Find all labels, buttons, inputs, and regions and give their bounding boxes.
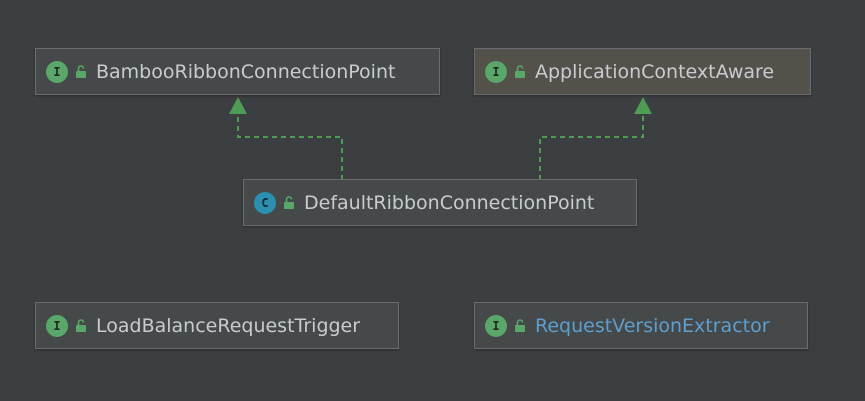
unlocked-lock-icon [76,318,86,332]
implements-arrowhead-icon [229,97,247,114]
node-label: ApplicationContextAware [535,60,775,83]
node-request-version-extractor[interactable]: I RequestVersionExtractor [474,302,808,349]
interface-icon: I [485,314,507,337]
edge-line [539,114,644,180]
node-label: DefaultRibbonConnectionPoint [304,191,595,214]
node-label: BambooRibbonConnectionPoint [96,60,396,83]
unlocked-lock-icon [515,64,525,78]
unlocked-lock-icon [515,318,525,332]
node-label: RequestVersionExtractor [535,314,770,337]
node-default-ribbon-connection-point[interactable]: C DefaultRibbonConnectionPoint [243,179,637,226]
node-bamboo-ribbon-connection-point[interactable]: I BambooRibbonConnectionPoint [35,48,440,95]
implements-arrowhead-icon [634,97,652,114]
edge-default-to-bamboo [229,97,343,180]
node-load-balance-request-trigger[interactable]: I LoadBalanceRequestTrigger [35,302,399,349]
interface-icon: I [46,60,68,83]
node-label: LoadBalanceRequestTrigger [96,314,361,337]
edge-line [237,114,343,180]
node-application-context-aware[interactable]: I ApplicationContextAware [474,48,811,95]
class-icon: C [254,191,276,214]
interface-icon: I [485,60,507,83]
unlocked-lock-icon [76,64,86,78]
edge-default-to-appctx [539,97,652,180]
unlocked-lock-icon [284,195,294,209]
interface-icon: I [46,314,68,337]
